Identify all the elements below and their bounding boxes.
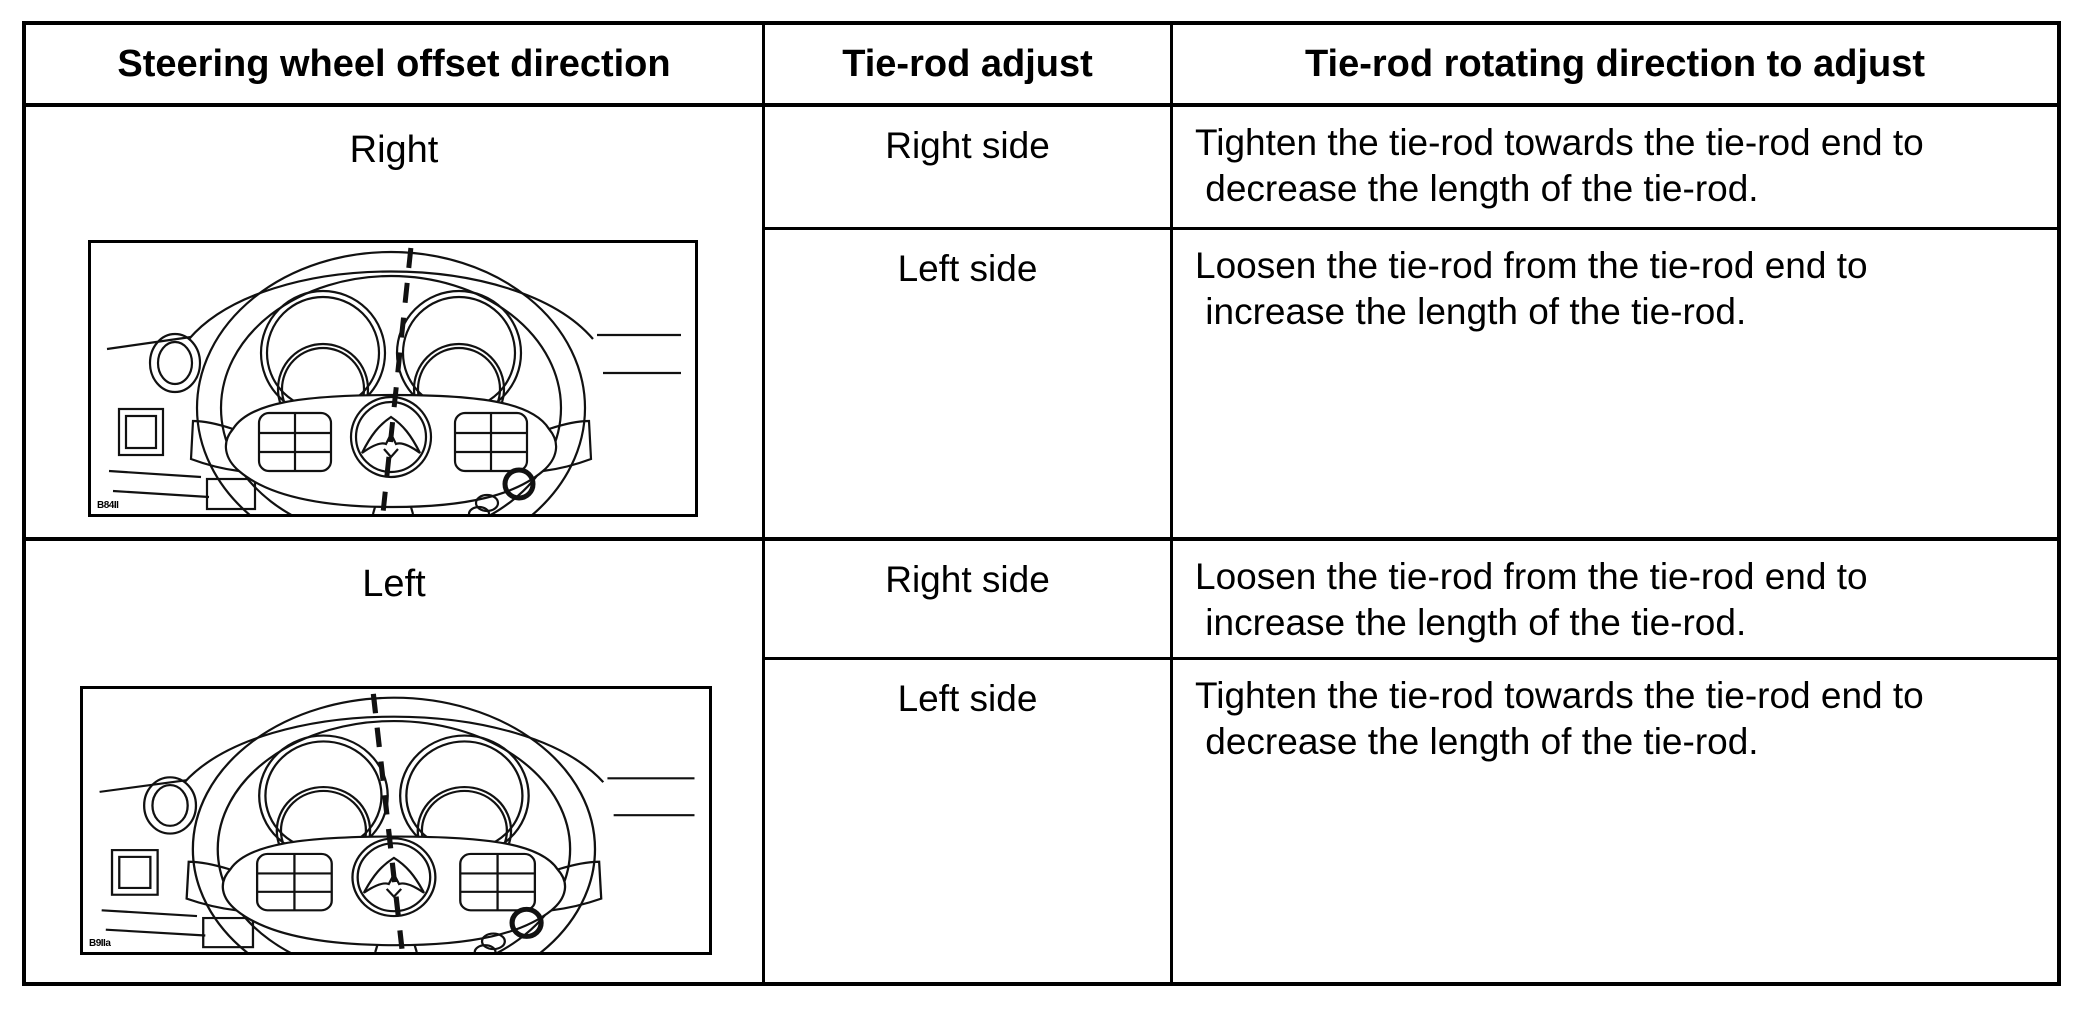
tie-rod-side-label: Right side [765, 541, 1173, 657]
steering-wheel-figure-right: B84II [88, 240, 698, 517]
figure-code: B9IIa [89, 938, 111, 949]
tie-rod-side-label: Right side [765, 107, 1173, 227]
tie-rod-instruction: Loosen the tie-rod from the tie-rod end … [1195, 556, 1868, 643]
tie-rod-side-label: Left side [765, 230, 1173, 537]
offset-right-cell: Right [26, 107, 765, 537]
table-header-row: Steering wheel offset direction Tie-rod … [26, 25, 2057, 107]
tie-rod-instruction: Loosen the tie-rod from the tie-rod end … [1195, 245, 1868, 332]
table-row-offset-right: Right [26, 107, 2057, 541]
adjustment-row: Left side Tighten the tie-rod towards th… [765, 660, 2057, 982]
offset-left-cell: Left [26, 541, 765, 982]
steering-wheel-diagram-left-offset [99, 693, 695, 952]
figure-code: B84II [97, 500, 119, 511]
offset-left-adjustments: Right side Loosen the tie-rod from the t… [765, 541, 2057, 982]
adjustment-row: Right side Loosen the tie-rod from the t… [765, 541, 2057, 660]
adjustment-row: Right side Tighten the tie-rod towards t… [765, 107, 2057, 230]
tie-rod-adjustment-table: Steering wheel offset direction Tie-rod … [22, 21, 2061, 986]
tie-rod-instruction: Tighten the tie-rod towards the tie-rod … [1195, 122, 1924, 209]
header-steering-wheel-offset-direction: Steering wheel offset direction [26, 25, 765, 103]
adjustment-row: Left side Loosen the tie-rod from the ti… [765, 230, 2057, 537]
header-tie-rod-adjust: Tie-rod adjust [765, 25, 1173, 103]
offset-direction-label: Right [349, 129, 439, 171]
steering-wheel-diagram-right-offset [106, 247, 681, 514]
wheel-centerline-dashed [370, 693, 405, 949]
tie-rod-side-label: Left side [765, 660, 1173, 982]
header-tie-rod-rotating-direction: Tie-rod rotating direction to adjust [1305, 42, 1925, 85]
offset-right-adjustments: Right side Tighten the tie-rod towards t… [765, 107, 2057, 537]
table-row-offset-left: Left [26, 541, 2057, 982]
offset-direction-label: Left [362, 563, 426, 605]
tie-rod-instruction: Tighten the tie-rod towards the tie-rod … [1195, 675, 1924, 762]
wheel-centerline-dashed [380, 247, 414, 511]
steering-wheel-figure-left: B9IIa [80, 686, 712, 955]
